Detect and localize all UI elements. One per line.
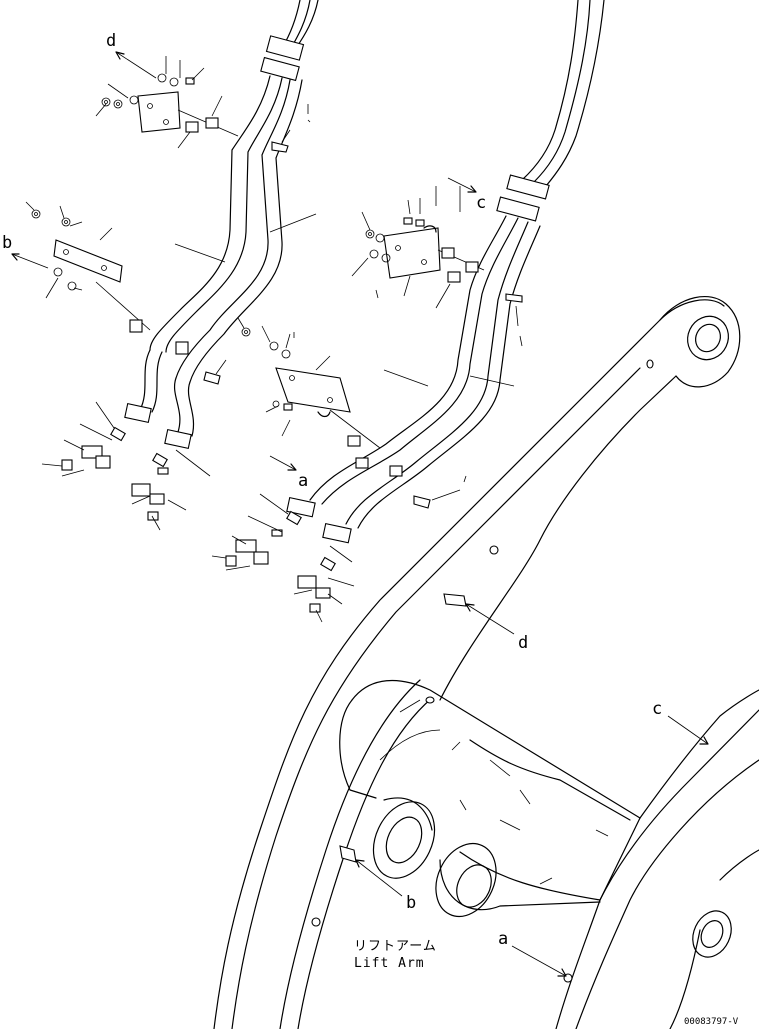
drawing-number: 00083797-V — [684, 1017, 739, 1027]
lift-arm-body — [213, 296, 759, 1029]
caption-english: Lift Arm — [354, 956, 425, 971]
left-hose-assembly — [25, 0, 319, 531]
callout-label-d-top: d — [106, 31, 116, 51]
right-hose-assembly — [211, 0, 605, 623]
callout-label-b-bottom: b — [406, 893, 416, 913]
callout-label-c-top: c — [476, 193, 486, 213]
callout-arrows — [11, 51, 709, 977]
callout-label-c-bottom: c — [652, 699, 662, 719]
callout-label-d-bottom: d — [518, 633, 528, 653]
callout-label-b-top: b — [2, 233, 12, 253]
caption-japanese: リフトアーム — [354, 939, 437, 954]
callout-label-a-bottom: a — [498, 929, 508, 949]
callout-label-a-top: a — [298, 471, 308, 491]
